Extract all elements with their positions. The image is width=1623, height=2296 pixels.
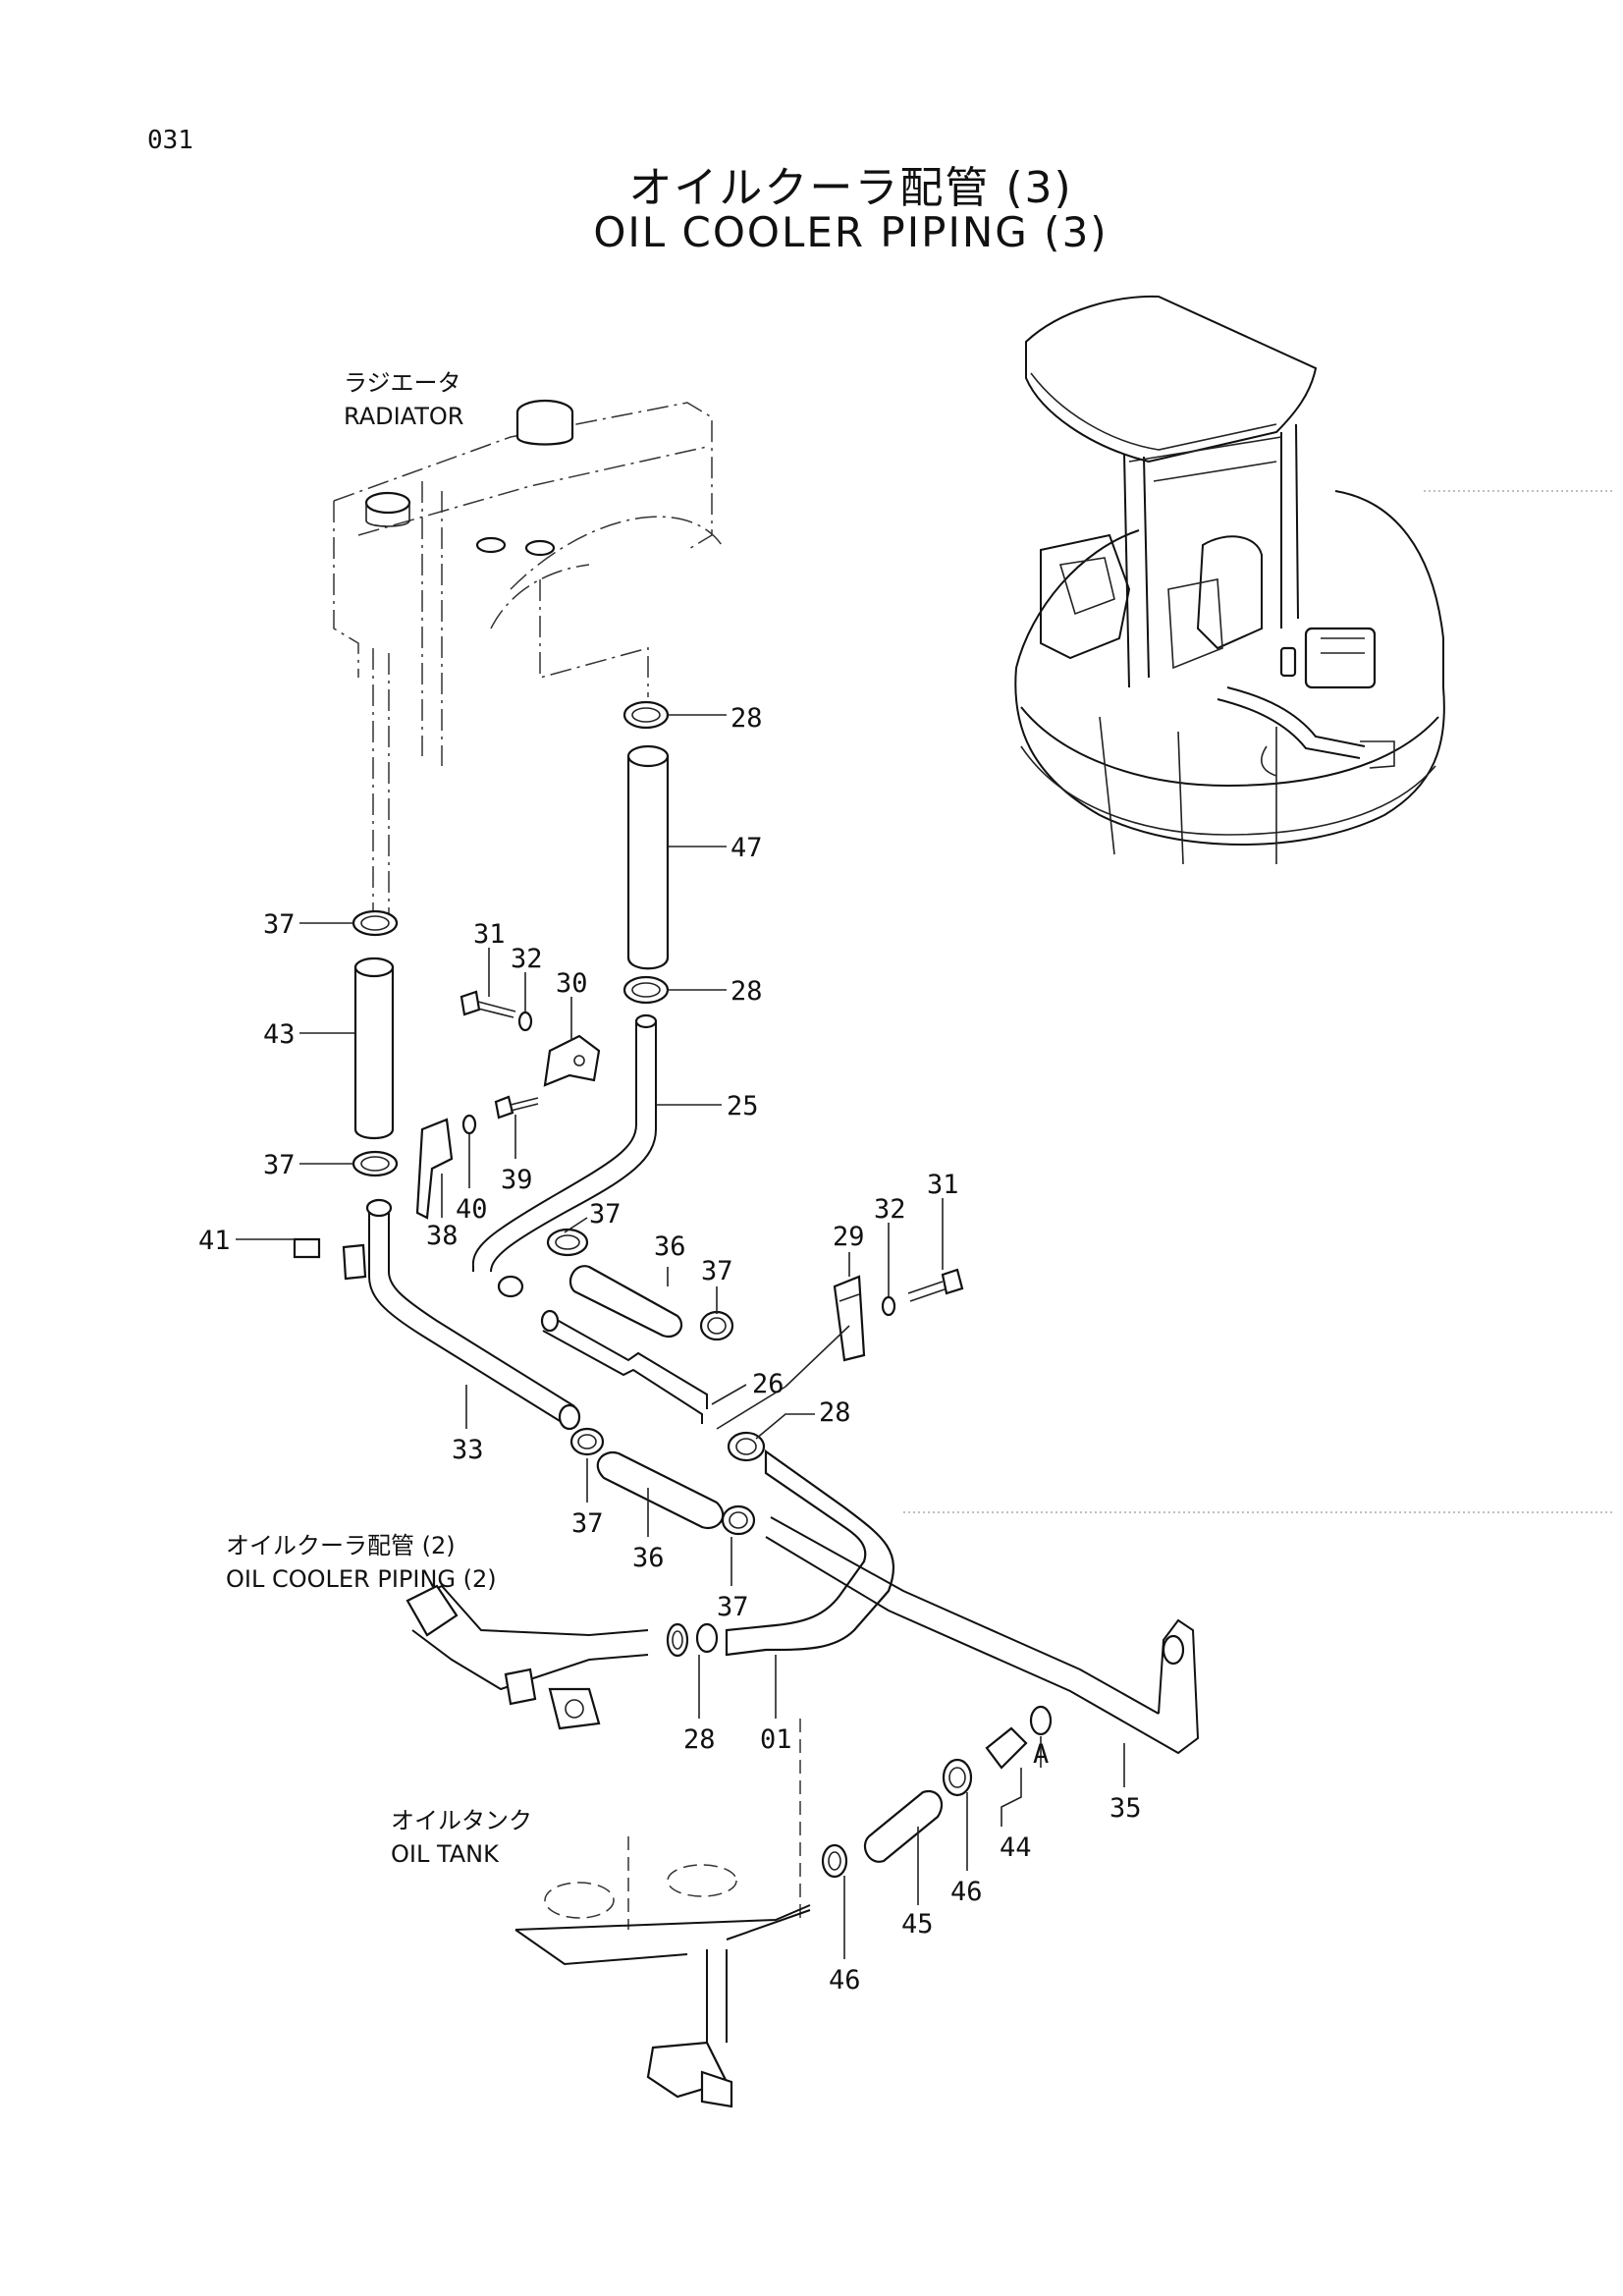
callout-45: 45 [901, 1909, 934, 1940]
callout-46: 46 [950, 1877, 983, 1907]
callout-25: 25 [727, 1091, 759, 1121]
oil-cooler-piping-2-label-en: OIL COOLER PIPING (2) [226, 1565, 497, 1593]
callout-44: 44 [1000, 1832, 1032, 1863]
callout-26: 26 [752, 1369, 784, 1399]
radiator-label-en: RADIATOR [344, 403, 463, 430]
callout-38: 38 [426, 1221, 459, 1251]
radiator-label-jp: ラジエータ [344, 369, 461, 397]
callout-01: 01 [760, 1724, 792, 1755]
diagram-title-english: OIL COOLER PIPING (3) [593, 208, 1109, 256]
callout-43: 43 [263, 1019, 296, 1050]
callout-47: 47 [730, 833, 763, 863]
callout-32: 32 [874, 1194, 906, 1225]
part-callouts: 28 47 28 37 31 32 30 43 25 37 39 40 38 4… [198, 703, 1142, 1995]
radiator-illustration [333, 399, 723, 913]
callout-46: 46 [829, 1965, 861, 1995]
callout-32: 32 [511, 944, 543, 974]
callout-30: 30 [556, 968, 588, 999]
machine-overview-illustration [903, 295, 1615, 1513]
callout-29: 29 [833, 1222, 865, 1252]
oil-tank-label-jp: オイルタンク [391, 1807, 532, 1834]
callout-28: 28 [683, 1724, 716, 1755]
piping-parts [293, 700, 1200, 2108]
component-labels: ラジエータ RADIATOR オイルクーラ配管 (2) OIL COOLER P… [226, 369, 532, 1868]
callout-36: 36 [632, 1543, 665, 1573]
oil-tank-label-en: OIL TANK [391, 1840, 500, 1868]
callout-37: 37 [571, 1508, 604, 1539]
callout-28: 28 [730, 703, 763, 734]
callout-31: 31 [473, 919, 506, 950]
callout-36: 36 [654, 1231, 686, 1262]
callout-a: A [1033, 1739, 1049, 1770]
callout-28: 28 [730, 976, 763, 1007]
callout-37: 37 [717, 1592, 749, 1622]
oil-cooler-piping-2-label-jp: オイルクーラ配管 (2) [226, 1532, 456, 1559]
page-number: 031 [147, 126, 193, 155]
callout-37: 37 [263, 909, 296, 940]
callout-41: 41 [198, 1226, 231, 1256]
callout-37: 37 [263, 1150, 296, 1180]
callout-28: 28 [819, 1397, 851, 1428]
callout-35: 35 [1109, 1793, 1142, 1824]
callout-37: 37 [701, 1256, 733, 1286]
callout-39: 39 [501, 1165, 533, 1195]
callout-37: 37 [589, 1199, 622, 1230]
callout-40: 40 [456, 1194, 488, 1225]
callout-31: 31 [927, 1170, 959, 1200]
leader-lines [236, 714, 1125, 1959]
callout-33: 33 [452, 1435, 484, 1465]
diagram-title-japanese: オイルクーラ配管 (3) [628, 163, 1073, 213]
